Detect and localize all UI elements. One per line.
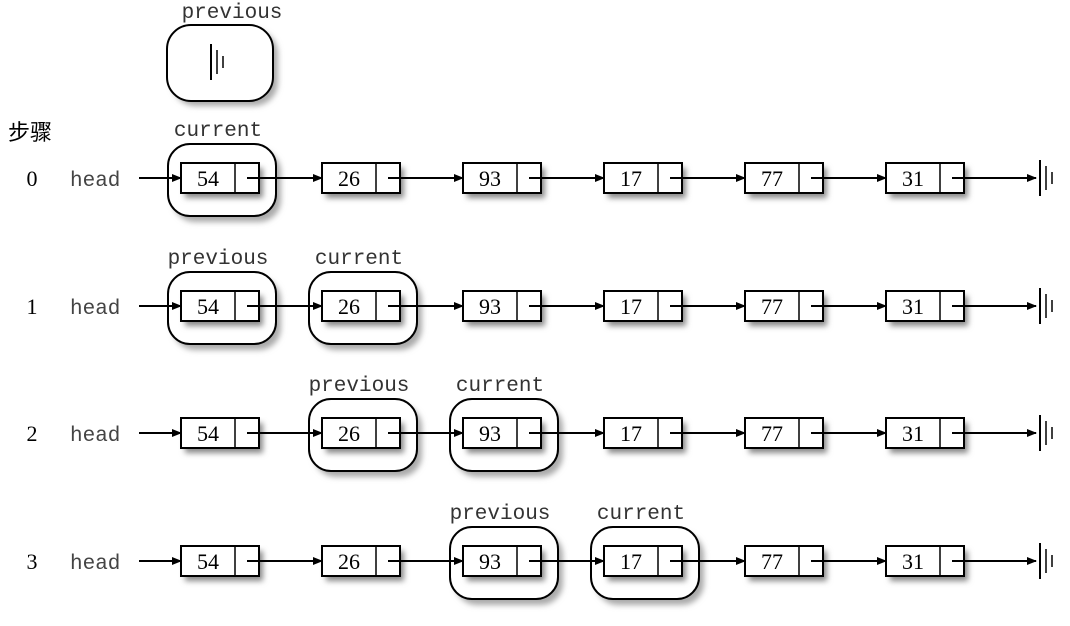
node-box xyxy=(180,417,260,449)
node-box xyxy=(321,417,401,449)
list-node: 93 xyxy=(462,290,605,326)
node-box xyxy=(885,290,965,322)
node-value: 77 xyxy=(761,166,783,191)
list-node: 26 xyxy=(321,162,464,198)
current-pointer-label: current xyxy=(597,503,685,526)
node-value: 26 xyxy=(338,166,360,191)
node-value: 17 xyxy=(620,549,642,574)
node-value: 26 xyxy=(338,421,360,446)
list-node: 93 xyxy=(462,162,605,198)
node-value: 31 xyxy=(902,421,924,446)
node-box xyxy=(885,162,965,194)
node-value: 31 xyxy=(902,549,924,574)
previous-pointer-label: previous xyxy=(309,375,410,398)
current-pointer-label: current xyxy=(456,375,544,398)
node-value: 17 xyxy=(620,166,642,191)
node-box xyxy=(180,162,260,194)
node-value: 77 xyxy=(761,549,783,574)
node-value: 17 xyxy=(620,421,642,446)
steps-heading: 步骤 xyxy=(8,120,52,145)
head-label: head xyxy=(70,553,120,576)
node-value: 93 xyxy=(479,294,501,319)
node-box xyxy=(744,417,824,449)
list-node: 54 xyxy=(180,545,323,581)
list-node: 54 xyxy=(180,162,323,198)
node-box xyxy=(885,545,965,577)
list-node: 26 xyxy=(321,545,464,581)
step-row-2: 2 head previous current 54 26 93 17 77 31 xyxy=(27,375,1053,477)
previous-pointer-label: previous xyxy=(168,248,269,271)
list-node: 17 xyxy=(603,162,746,198)
list-node: 77 xyxy=(744,417,887,453)
node-value: 54 xyxy=(197,421,219,446)
initial-previous-box xyxy=(166,24,274,102)
previous-pointer-label: previous xyxy=(450,503,551,526)
initial-previous-label: previous xyxy=(182,2,283,25)
current-pointer-label: current xyxy=(174,120,262,143)
node-box xyxy=(180,545,260,577)
list-node: 31 xyxy=(885,162,1037,198)
node-value: 54 xyxy=(197,166,219,191)
list-node: 26 xyxy=(321,417,464,453)
initial-previous-pointer: previous xyxy=(166,2,283,106)
node-box xyxy=(744,162,824,194)
node-value: 93 xyxy=(479,166,501,191)
list-node: 93 xyxy=(462,417,605,453)
head-label: head xyxy=(70,425,120,448)
list-node: 17 xyxy=(603,290,746,326)
step-number: 3 xyxy=(27,549,38,574)
list-node: 31 xyxy=(885,545,1037,581)
head-label: head xyxy=(70,298,120,321)
node-value: 77 xyxy=(761,421,783,446)
node-value: 93 xyxy=(479,549,501,574)
list-node: 54 xyxy=(180,290,323,326)
null-terminator-icon xyxy=(1039,160,1053,196)
step-number: 1 xyxy=(27,294,38,319)
node-value: 31 xyxy=(902,294,924,319)
step-row-3: 3 head previous current 54 26 93 17 77 31 xyxy=(27,503,1053,605)
null-ground-icon xyxy=(210,44,224,80)
node-box xyxy=(180,290,260,322)
null-terminator-icon xyxy=(1039,415,1053,451)
node-value: 17 xyxy=(620,294,642,319)
list-node: 31 xyxy=(885,417,1037,453)
list-node: 77 xyxy=(744,290,887,326)
list-node: 26 xyxy=(321,290,464,326)
step-row-1: 1 head previous current 54 26 93 17 77 31 xyxy=(27,248,1053,350)
node-box xyxy=(603,290,683,322)
step-number: 0 xyxy=(27,166,38,191)
list-node: 17 xyxy=(603,545,746,581)
null-terminator-icon xyxy=(1039,288,1053,324)
node-box xyxy=(744,545,824,577)
rows-layer: 0 head current 54 26 93 17 77 31 1 head previous cur… xyxy=(27,120,1053,605)
step-number: 2 xyxy=(27,421,38,446)
list-node: 77 xyxy=(744,545,887,581)
node-value: 93 xyxy=(479,421,501,446)
list-node: 17 xyxy=(603,417,746,453)
node-box xyxy=(603,417,683,449)
head-label: head xyxy=(70,170,120,193)
list-node: 93 xyxy=(462,545,605,581)
step-row-0: 0 head current 54 26 93 17 77 31 xyxy=(27,120,1053,222)
node-value: 77 xyxy=(761,294,783,319)
null-terminator-icon xyxy=(1039,543,1053,579)
list-node: 77 xyxy=(744,162,887,198)
node-value: 31 xyxy=(902,166,924,191)
current-pointer-label: current xyxy=(315,248,403,271)
node-value: 54 xyxy=(197,294,219,319)
list-node: 54 xyxy=(180,417,323,453)
node-box xyxy=(462,290,542,322)
list-node: 31 xyxy=(885,290,1037,326)
node-value: 26 xyxy=(338,549,360,574)
node-value: 26 xyxy=(338,294,360,319)
node-box xyxy=(603,545,683,577)
node-value: 54 xyxy=(197,549,219,574)
